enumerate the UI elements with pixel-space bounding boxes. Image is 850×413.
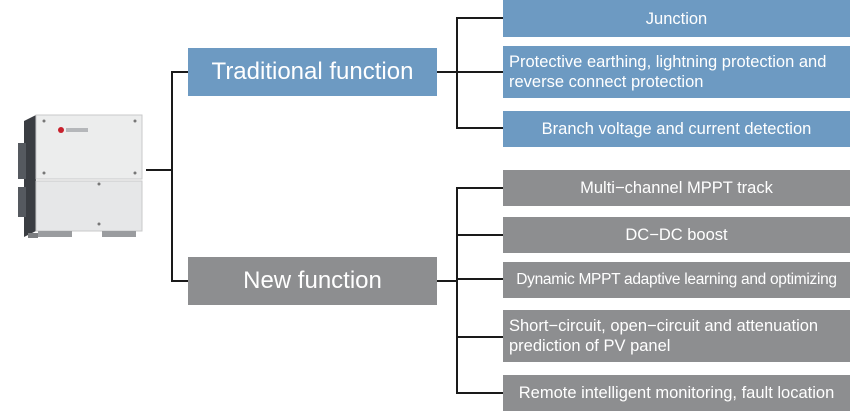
connector-new-item-2 — [456, 234, 503, 236]
connector-traditional-item-1 — [456, 17, 503, 19]
new-item-dc-dc-boost: DC−DC boost — [503, 217, 850, 253]
connector-device-out — [146, 169, 172, 171]
new-item-mppt-track: Multi−channel MPPT track — [503, 170, 850, 206]
connector-traditional-item-2 — [456, 71, 503, 73]
connector-to-traditional — [171, 71, 188, 73]
new-function-header: New function — [188, 257, 437, 305]
connector-traditional-out — [437, 71, 458, 73]
connector-new-item-5 — [456, 392, 503, 394]
connector-new-out — [437, 280, 458, 282]
traditional-function-header: Traditional function — [188, 48, 437, 96]
new-item-short-circuit-prediction: Short−circuit, open−circuit and attenuat… — [503, 310, 850, 362]
connector-traditional-trunk — [456, 17, 458, 129]
new-item-remote-monitoring: Remote intelligent monitoring, fault loc… — [503, 375, 850, 411]
connector-traditional-item-3 — [456, 127, 503, 129]
inverter-device-illustration — [18, 114, 143, 238]
connector-new-trunk — [456, 187, 458, 394]
brand-logo-icon — [58, 127, 64, 133]
traditional-item-branch-detection: Branch voltage and current detection — [503, 111, 850, 147]
connector-to-new — [171, 280, 188, 282]
new-item-dynamic-mppt: Dynamic MPPT adaptive learning and optim… — [503, 262, 850, 298]
connector-new-item-4 — [456, 336, 503, 338]
connector-root-trunk — [171, 71, 173, 282]
traditional-item-protective-earthing: Protective earthing, lightning protectio… — [503, 46, 850, 98]
connector-new-item-1 — [456, 187, 503, 189]
traditional-item-junction: Junction — [503, 0, 850, 37]
connector-new-item-3 — [456, 278, 503, 280]
